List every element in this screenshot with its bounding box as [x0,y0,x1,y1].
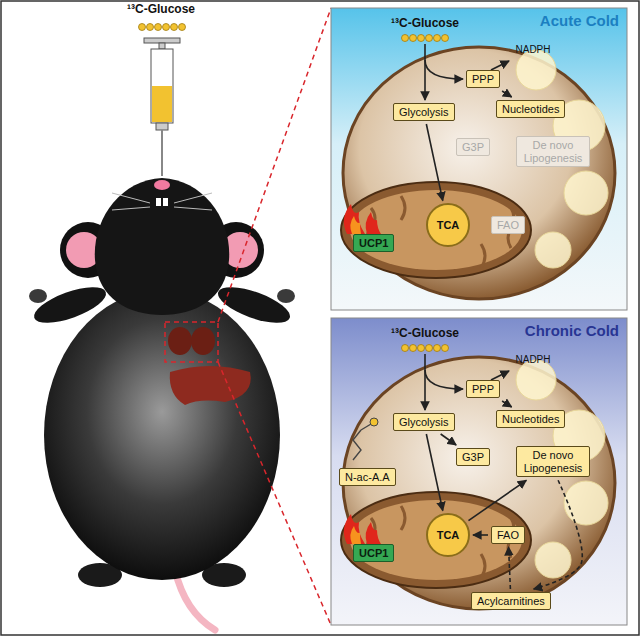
flux-arrow [441,434,456,445]
cycle-circle: TCA [426,513,470,557]
illustration-part [112,193,150,203]
condition-panel: PPP Glycolysis NucleotidesG3P De novo Lipog… [331,318,627,625]
process-box: G3P [456,448,490,466]
illustration-part [361,424,371,430]
cofactor-label: NADPH [509,44,557,55]
illustration-part [179,24,186,31]
illustration-part [147,24,154,31]
illustration-part [95,178,229,315]
process-box: Glycolysis [393,413,455,431]
node-label: FAO [497,219,519,231]
node-label: G3P [462,451,484,463]
tracer-label: ¹³C-Glucose [111,2,211,16]
process-box: PPP [466,70,500,88]
illustration-part [156,123,168,130]
node-label: De novo Lipogenesis [522,449,584,474]
illustration-part [154,180,170,190]
cycle-circle: TCA [426,203,470,247]
illustration-part [159,43,165,49]
illustration-part [29,289,47,303]
illustration-part [174,207,212,210]
illustration-part [44,290,280,580]
illustration-part [163,198,168,206]
panel-title: Chronic Cold [525,322,619,339]
illustration-part [152,86,172,122]
flux-arrow [426,434,442,511]
node-label: Nucleotides [502,103,559,115]
flux-arrow [473,534,488,536]
illustration-part [191,327,215,355]
node-label: FAO [497,529,519,541]
node-label: PPP [472,383,494,395]
node-label: G3P [462,141,484,153]
illustration-part [174,193,212,203]
illustration-part [341,35,615,300]
process-box: De novo Lipogenesis [516,446,590,477]
panel-title: Acute Cold [540,12,619,29]
illustration-part [151,49,173,123]
illustration-part [170,366,251,405]
illustration-part [112,207,150,210]
illustration-part [165,322,218,362]
process-box: Acylcarnitines [471,592,551,610]
inactive-box: De novo Lipogenesis [516,136,590,167]
protein-box: UCP1 [353,544,394,562]
illustration-part [161,130,163,176]
process-box: PPP [466,380,500,398]
illustration-part [353,418,378,460]
condition-panel: PPP Glycolysis NucleotidesG3P De novo Lipog… [331,8,627,310]
illustration-part [112,193,212,210]
dashed-flux-arrow [509,547,511,589]
illustration-part [277,289,295,303]
node-label: TCA [437,529,460,541]
illustration-part [341,345,615,610]
illustration-part [155,24,162,31]
illustration-part [163,24,170,31]
process-box: N-ac-A.A [339,468,396,486]
flux-arrow [468,480,526,520]
node-label: Nucleotides [502,413,559,425]
illustration-part [218,8,331,322]
inactive-box: G3P [456,138,490,156]
illustration-part [370,418,378,426]
node-label: Glycolysis [399,416,449,428]
node-label: N-ac-A.A [345,471,390,483]
process-box: Nucleotides [496,100,565,118]
node-label: PPP [472,73,494,85]
illustration-part [331,8,627,310]
inactive-box: FAO [491,216,525,234]
node-label: UCP1 [359,547,388,559]
dashed-flux-arrow [534,480,583,589]
node-label: Acylcarnitines [477,595,545,607]
cofactor-label: NADPH [509,354,557,365]
illustration-part [353,430,361,460]
node-label: De novo Lipogenesis [522,139,584,164]
illustration-part [331,318,627,625]
illustration-part [218,362,331,625]
illustration-part [171,24,178,31]
protein-box: UCP1 [353,234,394,252]
illustration-part [156,198,161,206]
process-box: Nucleotides [496,410,565,428]
flux-arrow [426,124,442,201]
process-box: Glycolysis [393,103,455,121]
illustration-part [144,38,180,43]
node-label: TCA [437,219,460,231]
illustration-part [139,24,146,31]
illustration-part [168,327,192,355]
illustration-part [139,24,186,31]
flux-arrow [502,91,512,97]
tracer-label: ¹³C-Glucose [375,16,475,30]
tracer-label: ¹³C-Glucose [375,326,475,340]
process-box: FAO [491,526,525,544]
node-label: Glycolysis [399,106,449,118]
node-label: UCP1 [359,237,388,249]
flux-arrow [502,401,512,407]
